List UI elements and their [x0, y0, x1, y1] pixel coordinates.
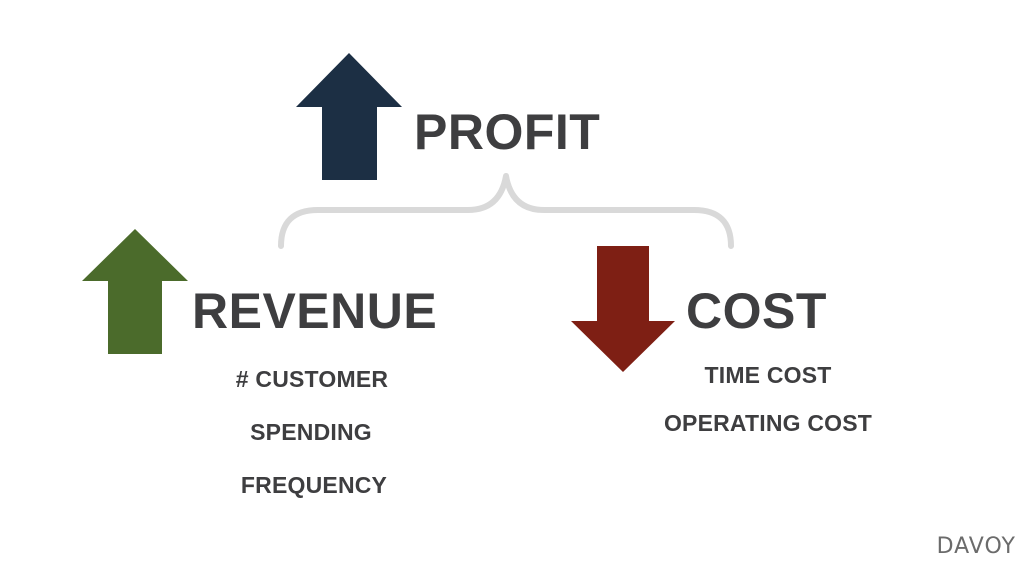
bracket [278, 173, 734, 249]
revenue-label: REVENUE [192, 283, 438, 339]
profit-up-arrow-icon [296, 53, 402, 180]
profit-label: PROFIT [414, 104, 601, 160]
revenue-driver-spending: SPENDING [250, 419, 372, 445]
cost-driver-time: TIME COST [704, 362, 832, 388]
revenue-driver-customer: # CUSTOMER [235, 366, 389, 392]
cost-label: COST [686, 283, 827, 339]
revenue-up-arrow-icon [82, 229, 188, 354]
cost-down-arrow-icon [571, 246, 675, 372]
brand-logo: DAVOY [936, 534, 1016, 559]
revenue-driver-frequency: FREQUENCY [240, 472, 388, 498]
cost-driver-operating: OPERATING COST [663, 410, 873, 436]
